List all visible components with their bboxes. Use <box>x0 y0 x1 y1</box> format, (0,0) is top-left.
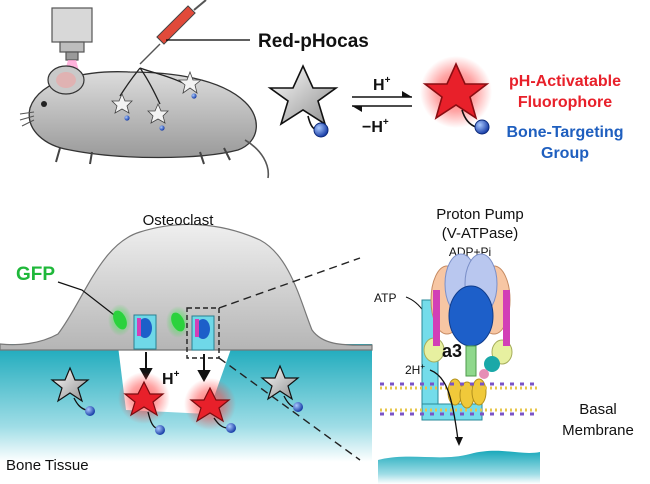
gfp-label: GFP <box>16 264 55 285</box>
zoom-line-top <box>218 257 361 309</box>
atp-label: ATP <box>374 291 396 305</box>
bone-red-star-right <box>184 378 236 433</box>
gfp-blobs <box>108 304 190 338</box>
bone-tissue-label: Bone Tissue <box>6 457 89 474</box>
syringe-icon <box>139 0 207 65</box>
mouse-icon <box>19 65 270 179</box>
proton-label: H <box>162 371 174 388</box>
subunit-a3-label: a3 <box>442 341 462 361</box>
bone-group-label-line1: Bone-Targeting <box>506 124 623 141</box>
reverse-arrow-sup: + <box>383 117 389 128</box>
proton-pump-icon <box>421 253 513 421</box>
bone-gray-star-left <box>50 366 95 416</box>
proton-translocation-arrowhead <box>455 437 463 446</box>
proton-translocation-arrow <box>429 369 459 441</box>
pump-label-line2: (V-ATPase) <box>442 225 518 242</box>
forward-arrow-sup: + <box>385 75 391 86</box>
two-h-label: 2H <box>405 363 420 377</box>
gray-star-probe-icon <box>267 64 339 138</box>
osteoclast-cell <box>0 223 373 351</box>
bone-red-star-left <box>118 372 170 435</box>
pump-label-line1: Proton Pump <box>436 206 524 223</box>
svg-text:H+: H+ <box>373 75 391 94</box>
svg-text:H+: H+ <box>162 369 180 388</box>
atp-arrow <box>405 296 425 313</box>
bone-gray-star-right <box>260 364 303 412</box>
two-h-label-sup: + <box>420 362 425 371</box>
reverse-arrow-label: −H <box>362 119 383 136</box>
red-star-probe-icon <box>420 56 492 135</box>
gfp-callout-line <box>57 281 119 319</box>
fluorophore-label-line1: pH-Activatable <box>509 73 621 90</box>
mouse-probe-stars <box>111 70 203 131</box>
mini-proton-pump-icons <box>133 314 215 351</box>
proton-label-sup: + <box>174 369 180 380</box>
equilibrium-arrows <box>352 91 412 112</box>
osteoclast-label: Osteoclast <box>143 212 215 229</box>
membrane-label-line2: Membrane <box>562 422 634 439</box>
zoom-line-bottom <box>218 357 361 461</box>
membrane-label-line1: Basal <box>579 401 617 418</box>
bone-group-label-line2: Group <box>541 145 589 162</box>
fluorophore-label-line2: Fluorophore <box>518 94 612 111</box>
membrane-bilayer <box>380 382 540 416</box>
bone-surface-detail <box>378 450 540 484</box>
svg-text:−H+: −H+ <box>362 117 389 136</box>
probe-name-label: Red-pHocas <box>258 31 369 52</box>
svg-text:2H+: 2H+ <box>405 362 425 377</box>
forward-arrow-label: H <box>373 77 385 94</box>
